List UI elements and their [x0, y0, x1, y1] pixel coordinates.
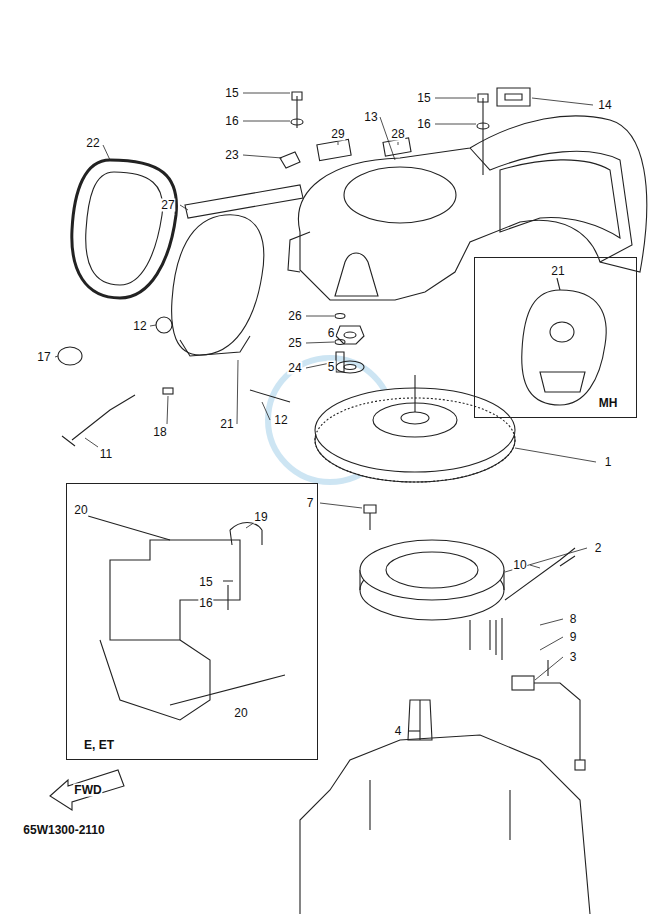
callout-number: 20: [233, 707, 248, 720]
variant-label: E, ET: [83, 739, 115, 752]
variant-label: MH: [598, 397, 619, 410]
callout-number: 24: [287, 362, 302, 375]
callout-number: 16: [198, 597, 213, 610]
direction-label: FWD: [73, 784, 102, 797]
diagram-code: 65W1300-2110: [22, 824, 105, 837]
callout-number: 5: [327, 361, 336, 374]
callout-number: 18: [152, 426, 167, 439]
callout-number: 17: [36, 351, 51, 364]
callout-number: 21: [550, 265, 565, 278]
callout-number: 15: [198, 576, 213, 589]
callout-number: 29: [330, 128, 345, 141]
callout-number: 21: [219, 418, 234, 431]
callout-number: 16: [416, 118, 431, 131]
callout-number: 6: [327, 327, 336, 340]
callout-number: 20: [73, 504, 88, 517]
callout-number: 14: [597, 99, 612, 112]
callout-number: 23: [224, 149, 239, 162]
callout-number: 16: [224, 115, 239, 128]
callout-number: 7: [306, 497, 315, 510]
inset-frame: 20 19 15 16 20 E, ET: [66, 483, 318, 760]
callout-number: 11: [99, 448, 113, 461]
callout-number: 12: [132, 320, 147, 333]
callout-number: 9: [569, 631, 578, 644]
callout-number: 15: [416, 92, 431, 105]
callout-number: 25: [287, 337, 302, 350]
inset-frame: 21MH: [474, 257, 637, 418]
callout-number: 8: [569, 613, 578, 626]
callout-number: 12: [273, 414, 288, 427]
callout-number: 15: [224, 87, 239, 100]
callout-number: 22: [85, 137, 100, 150]
callout-number: 3: [569, 651, 578, 664]
callout-number: 19: [253, 511, 268, 524]
callout-number: 13: [363, 111, 378, 124]
callout-number: 28: [390, 128, 405, 141]
callout-number: 4: [394, 725, 403, 738]
callout-number: 27: [160, 199, 175, 212]
callout-number: 10: [512, 559, 527, 572]
callout-number: 26: [287, 310, 302, 323]
callout-number: 2: [594, 542, 603, 555]
callout-number: 1: [604, 456, 613, 469]
